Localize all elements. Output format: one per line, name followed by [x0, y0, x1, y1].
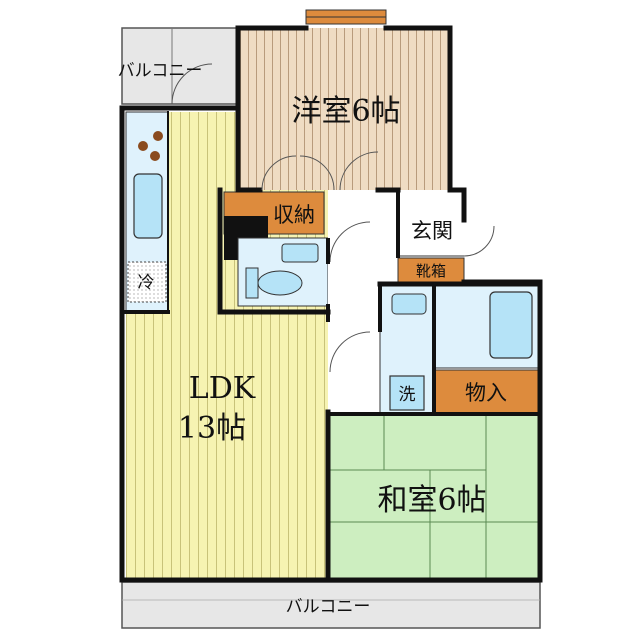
western-room: [238, 9, 450, 190]
shoe-box-label: 靴箱: [416, 262, 446, 280]
balcony-top: [121, 27, 239, 105]
washroom: [379, 285, 435, 415]
stove-burner-icon: [153, 131, 163, 141]
kitchen-counter: [125, 111, 169, 313]
ldk-label-line2: 13帖: [178, 411, 246, 446]
storage-label: 収納: [273, 203, 315, 227]
japanese-room: [328, 414, 538, 578]
ldk-label-line1: LDK: [189, 371, 256, 406]
sink-icon: [133, 173, 163, 239]
wash-basin-icon: [391, 293, 427, 315]
stove-burner-icon: [150, 151, 160, 161]
toilet-bowl-icon: [257, 270, 303, 296]
entrance: [397, 190, 495, 283]
balcony-top-label: バルコニー: [118, 61, 203, 81]
fridge-label: 冷: [138, 273, 155, 293]
walls: [119, 25, 543, 583]
closet-label: 物入: [465, 381, 507, 405]
washer-label: 洗: [399, 385, 416, 405]
washer-icon: [389, 375, 425, 411]
balcony-bottom: [121, 581, 541, 629]
bathtub-icon: [489, 291, 533, 359]
entrance-label: 玄関: [411, 219, 453, 243]
bathroom: [433, 285, 539, 369]
western-room-label: 洋室6帖: [291, 94, 400, 129]
fridge-icon: [127, 261, 167, 303]
toilet-sink-icon: [281, 243, 319, 263]
stove-burner-icon: [138, 141, 148, 151]
balcony-bottom-label: バルコニー: [286, 597, 371, 617]
toilet-tank-icon: [245, 267, 259, 299]
western-room-doors: [261, 151, 379, 191]
japanese-room-label: 和室6帖: [377, 483, 486, 518]
